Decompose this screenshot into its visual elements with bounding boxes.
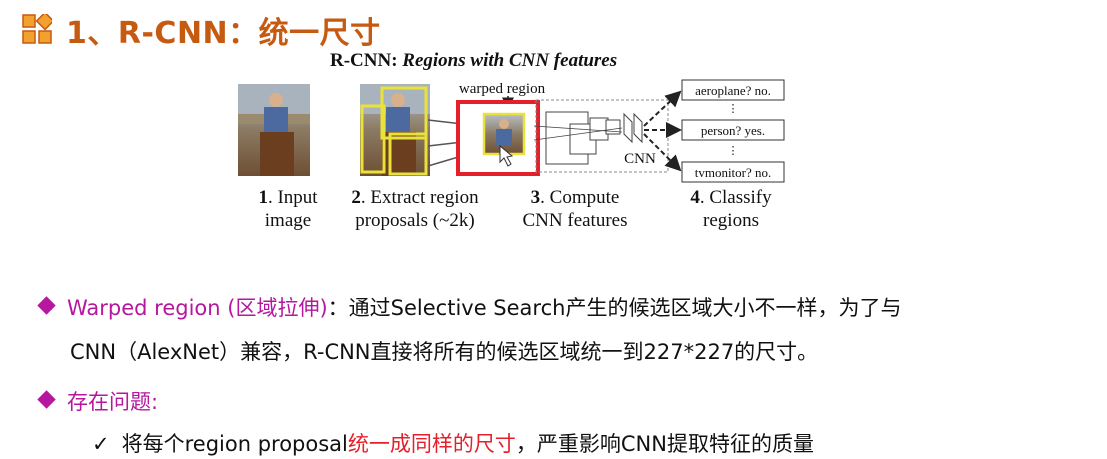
figure-title: R-CNN: Regions with CNN features — [330, 50, 617, 72]
figure-title-italic: Regions with CNN features — [402, 50, 618, 71]
output-box-aeroplane: aeroplane? no. — [681, 79, 785, 101]
slide-logo-icon — [22, 14, 52, 44]
svg-text:⋮: ⋮ — [728, 103, 739, 115]
slide-title: 1、R-CNN：统一尺寸 — [66, 16, 381, 51]
diamond-bullet-icon — [37, 296, 56, 315]
proposals-image — [360, 84, 430, 176]
cnn-block: CNN — [533, 99, 669, 173]
output-box-person: person? yes. — [681, 119, 785, 141]
mouse-cursor-icon — [499, 144, 514, 167]
bullet-term-problems: 存在问题: — [67, 390, 159, 414]
diamond-bullet-icon — [37, 390, 56, 409]
cnn-label: CNN — [624, 151, 656, 167]
warped-region-label: warped region — [459, 81, 546, 97]
highlight-text: 统一成同样的尺寸 — [347, 432, 516, 456]
warped-region-highlight — [456, 100, 540, 176]
bullet-warped-region-cont: CNN（AlexNet）兼容，R-CNN直接将所有的候选区域统一到227*227… — [70, 340, 819, 364]
svg-text:⋮: ⋮ — [728, 145, 739, 157]
output-label: tvmonitor? no. — [695, 165, 772, 180]
rcnn-pipeline-figure: warped region CNN aeroplane? no. ⋮ perso… — [238, 79, 785, 183]
bullet-text-1: 通过Selective Search产生的候选区域大小不一样，为了与 — [348, 296, 902, 320]
sub-bullet-problem: ✓将每个region proposal统一成同样的尺寸，严重影响CNN提取特征的… — [92, 432, 814, 456]
output-box-tvmonitor: tvmonitor? no. — [681, 161, 785, 183]
input-image — [238, 84, 310, 176]
output-label: person? yes. — [701, 123, 765, 138]
check-icon: ✓ — [92, 432, 110, 456]
bullet-term: Warped region (区域拉伸) — [67, 296, 328, 320]
output-label: aeroplane? no. — [695, 83, 771, 98]
bullet-problems: 存在问题: — [37, 386, 159, 416]
figure-title-bold: R-CNN: — [330, 50, 403, 71]
bullet-warped-region: Warped region (区域拉伸)：通过Selective Search产… — [37, 292, 902, 322]
